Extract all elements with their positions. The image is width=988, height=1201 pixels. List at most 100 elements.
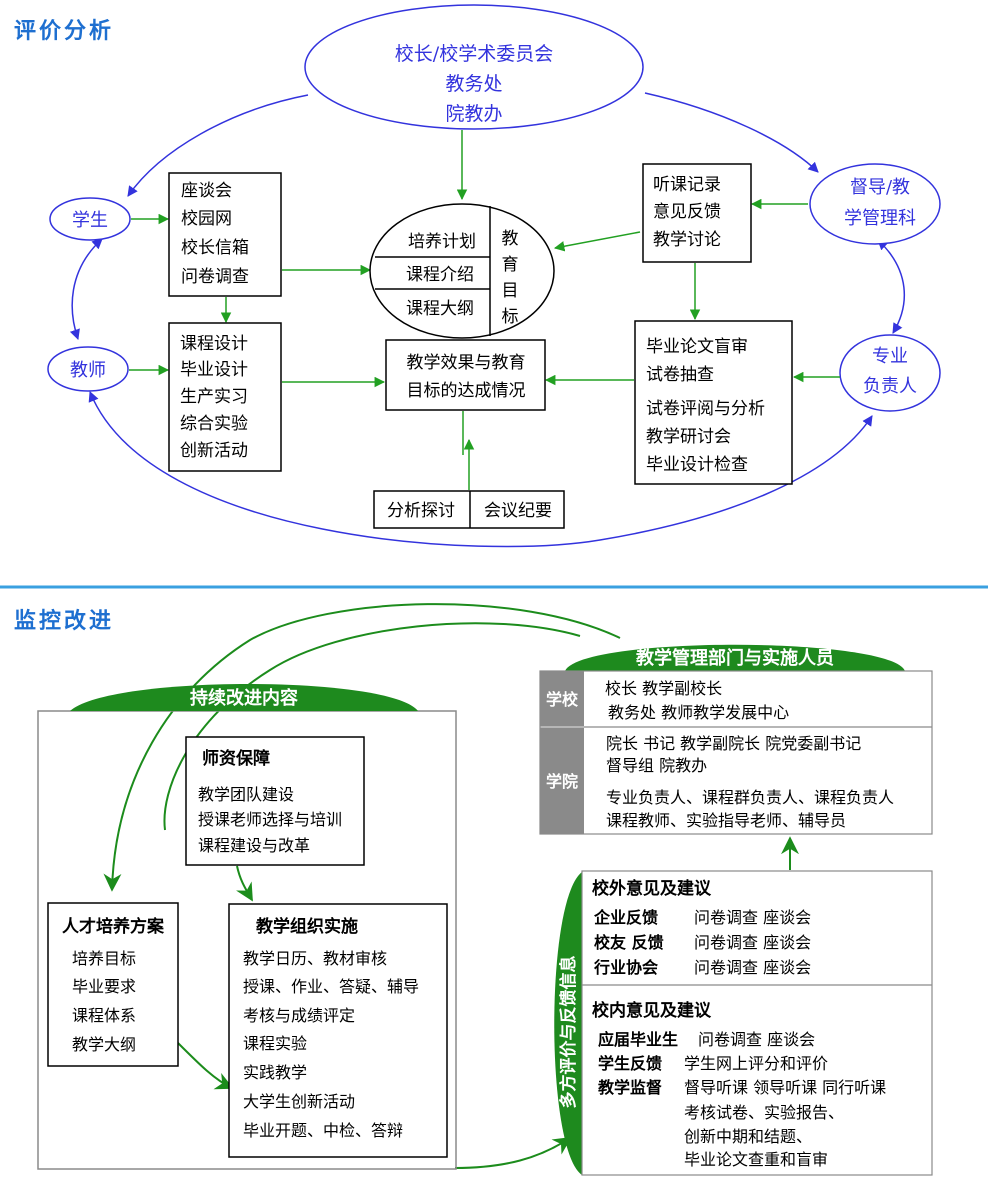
internal-row-value: 学生网上评分和评价 bbox=[684, 1054, 828, 1073]
review-item: 毕业设计检查 bbox=[646, 455, 748, 475]
education-goal-char: 教 bbox=[502, 229, 519, 249]
college-line: 院长 书记 教学副院长 院党委副书记 bbox=[606, 734, 861, 753]
school-label-box bbox=[540, 671, 584, 726]
supervisor-line-1: 督导/教 bbox=[850, 177, 910, 198]
internal-title: 校内意见及建议 bbox=[592, 1000, 712, 1021]
meeting-minutes: 会议纪要 bbox=[484, 501, 552, 521]
review-item: 试卷评阅与分析 bbox=[646, 399, 765, 419]
teaching-item: 授课、作业、答疑、辅导 bbox=[243, 977, 419, 996]
leadership-ellipse bbox=[304, 4, 644, 130]
talent-plan-title: 人才培养方案 bbox=[62, 916, 165, 937]
college-line: 专业负责人、课程群负责人、课程负责人 bbox=[606, 788, 894, 807]
teacher-channels-box bbox=[168, 322, 282, 472]
teacher-channel: 创新活动 bbox=[180, 441, 248, 461]
student-channels-box bbox=[168, 172, 282, 297]
external-row-label: 校友 反馈 bbox=[594, 933, 664, 952]
internal-row-label: 学生反馈 bbox=[598, 1054, 662, 1073]
faculty-item: 教学团队建设 bbox=[198, 785, 294, 804]
outcome-line-1: 教学效果与教育 bbox=[407, 353, 526, 373]
supervision-item: 听课记录 bbox=[653, 175, 721, 195]
blue-connectors bbox=[69, 92, 905, 548]
school-line: 教务处 教师教学发展中心 bbox=[608, 703, 789, 722]
continuous-improvement-banner bbox=[70, 684, 418, 711]
leadership-line-3: 院教办 bbox=[445, 103, 502, 125]
green-connectors bbox=[129, 130, 840, 490]
teacher-channel: 生产实习 bbox=[180, 387, 248, 407]
supervision-item: 意见反馈 bbox=[653, 202, 721, 222]
analysis-discussion: 分析探讨 bbox=[387, 501, 455, 521]
supervisor-ellipse bbox=[809, 163, 941, 245]
faculty-box bbox=[185, 736, 365, 866]
teaching-item: 大学生创新活动 bbox=[243, 1092, 355, 1111]
management-label: 教学管理部门与实施人员 bbox=[636, 647, 834, 669]
talent-plan-item: 课程体系 bbox=[72, 1006, 136, 1025]
internal-row-label: 教学监督 bbox=[598, 1078, 662, 1097]
teaching-title: 教学组织实施 bbox=[255, 916, 358, 937]
student-channel: 校长信箱 bbox=[181, 238, 249, 258]
major-head-line-2: 负责人 bbox=[863, 376, 917, 397]
outcome-box bbox=[385, 339, 546, 411]
training-plan: 培养计划 bbox=[408, 232, 476, 252]
talent-plan-item: 教学大纲 bbox=[72, 1035, 136, 1054]
teacher-label: 教师 bbox=[70, 360, 106, 381]
teaching-item: 实践教学 bbox=[243, 1063, 307, 1082]
teaching-item: 教学日历、教材审核 bbox=[243, 949, 387, 968]
review-item: 教学研讨会 bbox=[646, 427, 731, 447]
external-row-value: 问卷调查 座谈会 bbox=[694, 958, 811, 977]
external-title: 校外意见及建议 bbox=[592, 878, 712, 899]
teaching-item: 课程实验 bbox=[243, 1034, 307, 1053]
leadership-line-1: 校长/校学术委员会 bbox=[395, 43, 553, 65]
outputs-box bbox=[373, 490, 565, 529]
teacher-channel: 课程设计 bbox=[180, 334, 248, 354]
management-banner bbox=[565, 644, 905, 671]
section-title-monitoring: 监控改进 bbox=[14, 608, 114, 634]
education-goal-char: 目 bbox=[502, 281, 519, 301]
college-label: 学院 bbox=[546, 772, 578, 791]
loop-arrows bbox=[103, 603, 799, 1169]
talent-plan-item: 毕业要求 bbox=[72, 977, 136, 996]
section-title-evaluation: 评价分析 bbox=[14, 18, 114, 44]
education-goal-char: 标 bbox=[502, 307, 519, 327]
internal-extra: 毕业论文查重和盲审 bbox=[684, 1150, 828, 1169]
talent-plan-box bbox=[47, 902, 179, 1067]
continuous-improvement-label: 持续改进内容 bbox=[190, 687, 298, 709]
external-row-label: 企业反馈 bbox=[593, 908, 658, 927]
student-channel: 座谈会 bbox=[181, 181, 232, 201]
student-label: 学生 bbox=[72, 210, 108, 231]
school-label: 学校 bbox=[546, 690, 579, 709]
course-syllabus: 课程大纲 bbox=[406, 299, 474, 319]
education-goal-char: 育 bbox=[502, 255, 519, 275]
internal-row-value: 问卷调查 座谈会 bbox=[698, 1030, 815, 1049]
review-item: 试卷抽查 bbox=[646, 365, 714, 385]
talent-plan-item: 培养目标 bbox=[72, 949, 136, 968]
supervision-box bbox=[642, 163, 752, 263]
teacher-channel: 综合实验 bbox=[180, 414, 248, 434]
course-intro: 课程介绍 bbox=[406, 265, 474, 285]
internal-row-value: 督导听课 领导听课 同行听课 bbox=[684, 1078, 886, 1097]
internal-extra: 考核试卷、实验报告、 bbox=[684, 1103, 844, 1122]
feedback-label: 多方评价与反馈信息 bbox=[558, 956, 579, 1109]
external-row-label: 行业协会 bbox=[593, 958, 658, 977]
external-row-value: 问卷调查 座谈会 bbox=[694, 908, 811, 927]
college-line: 课程教师、实验指导老师、辅导员 bbox=[606, 811, 846, 830]
faculty-item: 课程建设与改革 bbox=[198, 836, 310, 855]
school-line: 校长 教学副校长 bbox=[605, 679, 722, 698]
feedback-box bbox=[581, 870, 933, 1176]
teacher-ellipse bbox=[47, 346, 129, 392]
student-channel: 校园网 bbox=[181, 209, 232, 229]
external-row-value: 问卷调查 座谈会 bbox=[694, 933, 811, 952]
internal-extra: 创新中期和结题、 bbox=[684, 1127, 812, 1146]
college-label-box bbox=[540, 728, 584, 834]
major-head-line-1: 专业 bbox=[872, 346, 908, 367]
teaching-item: 考核与成绩评定 bbox=[243, 1006, 355, 1025]
college-line: 督导组 院教办 bbox=[606, 756, 707, 775]
teaching-item: 毕业开题、中检、答辩 bbox=[243, 1121, 403, 1140]
leadership-line-2: 教务处 bbox=[445, 73, 502, 95]
student-ellipse bbox=[49, 197, 131, 241]
review-item: 毕业论文盲审 bbox=[646, 337, 748, 357]
outcome-line-2: 目标的达成情况 bbox=[407, 381, 526, 401]
teacher-channel: 毕业设计 bbox=[180, 360, 248, 380]
internal-row-label: 应届毕业生 bbox=[598, 1030, 678, 1049]
supervisor-line-2: 学管理科 bbox=[844, 208, 916, 229]
